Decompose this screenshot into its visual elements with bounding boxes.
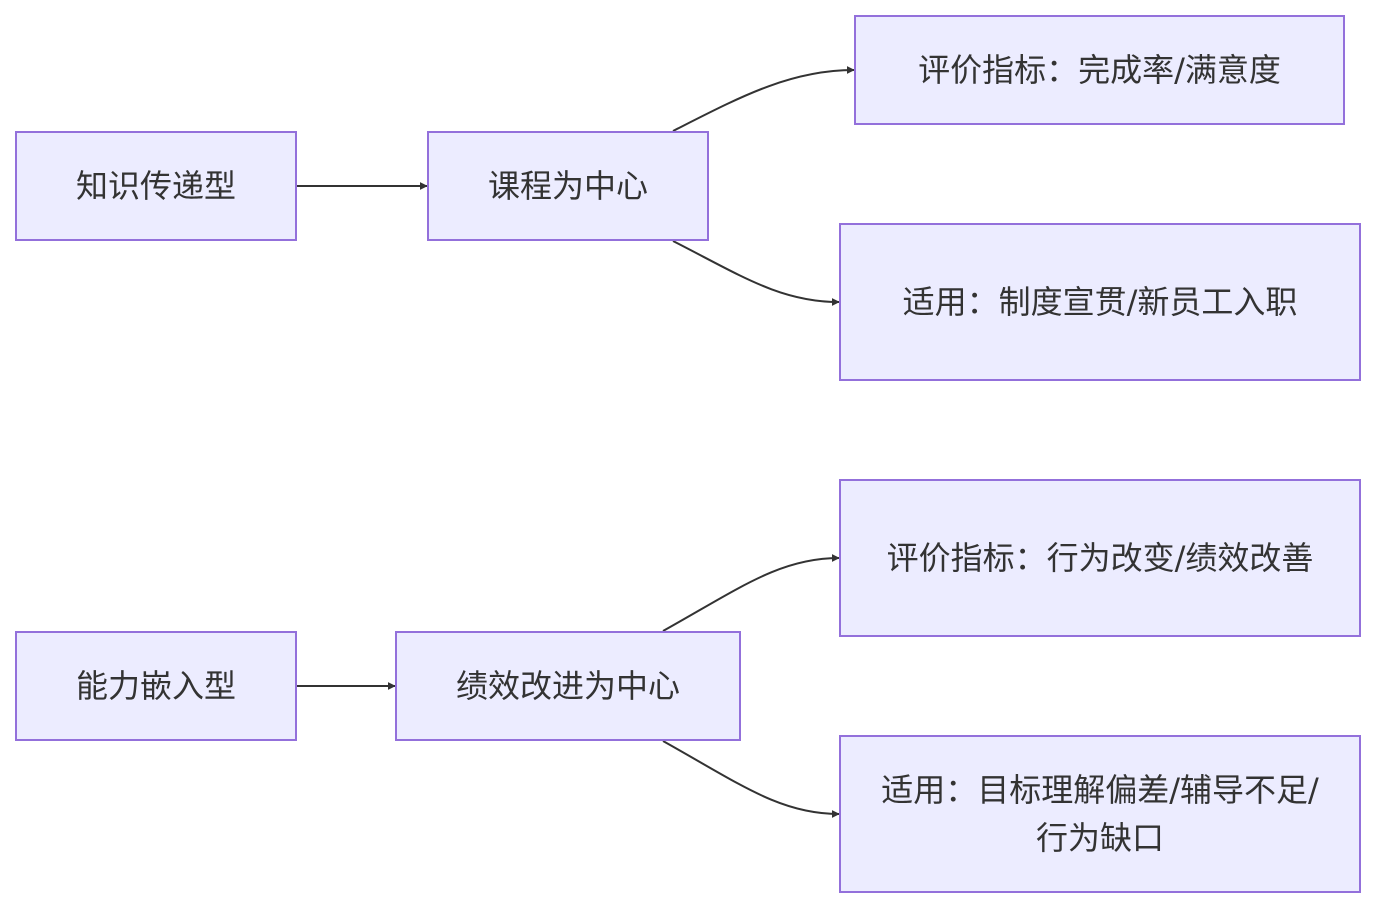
node-course-centered[interactable]: 课程为中心 [427, 131, 709, 241]
node-label: 绩效改进为中心 [455, 667, 680, 705]
edge-course-to-apply1 [672, 240, 840, 306]
node-label: 评价指标：行为改变/绩效改善 [886, 539, 1314, 577]
node-capability-embedded-type[interactable]: 能力嵌入型 [15, 631, 297, 741]
node-label: 适用：制度宣贯/新员工入职 [902, 283, 1298, 321]
node-applicable-goal-gaps[interactable]: 适用：目标理解偏差/辅导不足/行为缺口 [839, 735, 1361, 893]
node-knowledge-transfer-type[interactable]: 知识传递型 [15, 131, 297, 241]
node-label: 适用：目标理解偏差/辅导不足/行为缺口 [881, 771, 1319, 857]
node-label: 能力嵌入型 [75, 667, 236, 705]
edge-performance-to-apply2 [662, 740, 840, 818]
node-performance-improvement-centered[interactable]: 绩效改进为中心 [395, 631, 741, 741]
edge-performance-to-eval2 [662, 554, 840, 632]
node-evaluation-metric-behavior[interactable]: 评价指标：行为改变/绩效改善 [839, 479, 1361, 637]
node-evaluation-metric-completion[interactable]: 评价指标：完成率/满意度 [854, 15, 1345, 125]
node-label: 评价指标：完成率/满意度 [918, 51, 1281, 89]
edge-course-to-eval1 [672, 66, 855, 132]
node-applicable-policy-onboarding[interactable]: 适用：制度宣贯/新员工入职 [839, 223, 1361, 381]
node-label: 知识传递型 [75, 167, 236, 205]
node-label: 课程为中心 [487, 167, 648, 205]
